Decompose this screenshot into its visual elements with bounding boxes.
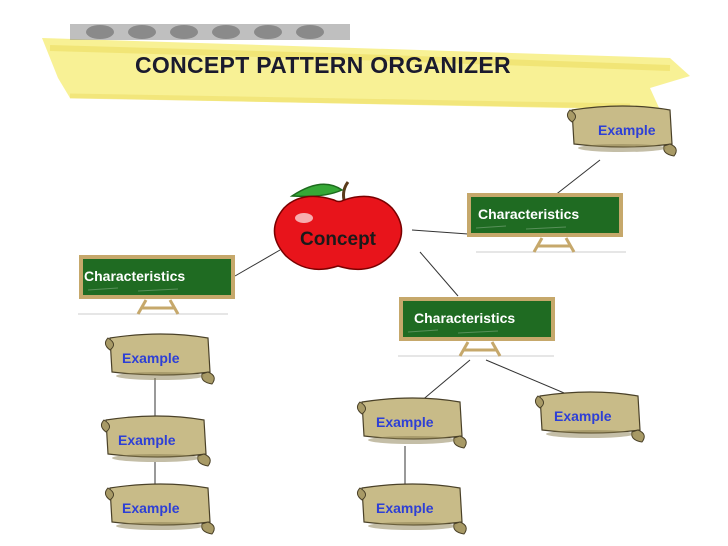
connector (419, 359, 471, 403)
characteristics-board: Characteristics (78, 254, 238, 334)
characteristics-board: Characteristics (398, 296, 558, 376)
example-label: Example (598, 122, 656, 138)
scroll-icon (104, 483, 215, 535)
scroll-icon (356, 483, 467, 535)
example-scroll: Example (356, 482, 472, 538)
example-scroll: Example (566, 104, 682, 160)
example-scroll: Example (104, 332, 220, 388)
example-label: Example (118, 432, 176, 448)
scroll-icon (534, 391, 645, 443)
characteristics-board: Characteristics (466, 192, 626, 272)
chalkboard-icon (398, 297, 555, 357)
example-scroll: Example (534, 390, 650, 446)
connector (234, 249, 281, 277)
page-title: CONCEPT PATTERN ORGANIZER (135, 52, 511, 78)
banner-icon (42, 24, 690, 110)
characteristics-label: Characteristics (414, 310, 516, 326)
chalkboard-icon (467, 193, 626, 253)
example-label: Example (554, 408, 612, 424)
example-label: Example (376, 414, 434, 430)
example-scroll: Example (356, 396, 472, 452)
scroll-icon (104, 333, 215, 385)
connector (553, 159, 601, 197)
example-label: Example (376, 500, 434, 516)
connector (411, 229, 469, 235)
example-label: Example (122, 500, 180, 516)
scroll-icon (100, 415, 211, 467)
characteristics-label: Characteristics (84, 268, 186, 284)
concept-node: Concept (262, 176, 412, 276)
connector (485, 359, 577, 399)
scroll-icon (356, 397, 467, 449)
example-scroll: Example (104, 482, 220, 538)
apple-icon (273, 181, 403, 271)
chalkboard-icon (78, 255, 235, 315)
connector (419, 251, 459, 297)
scroll-icon (566, 105, 677, 157)
concept-label: Concept (300, 229, 376, 250)
example-label: Example (122, 350, 180, 366)
characteristics-label: Characteristics (478, 206, 580, 222)
example-scroll: Example (100, 414, 216, 470)
